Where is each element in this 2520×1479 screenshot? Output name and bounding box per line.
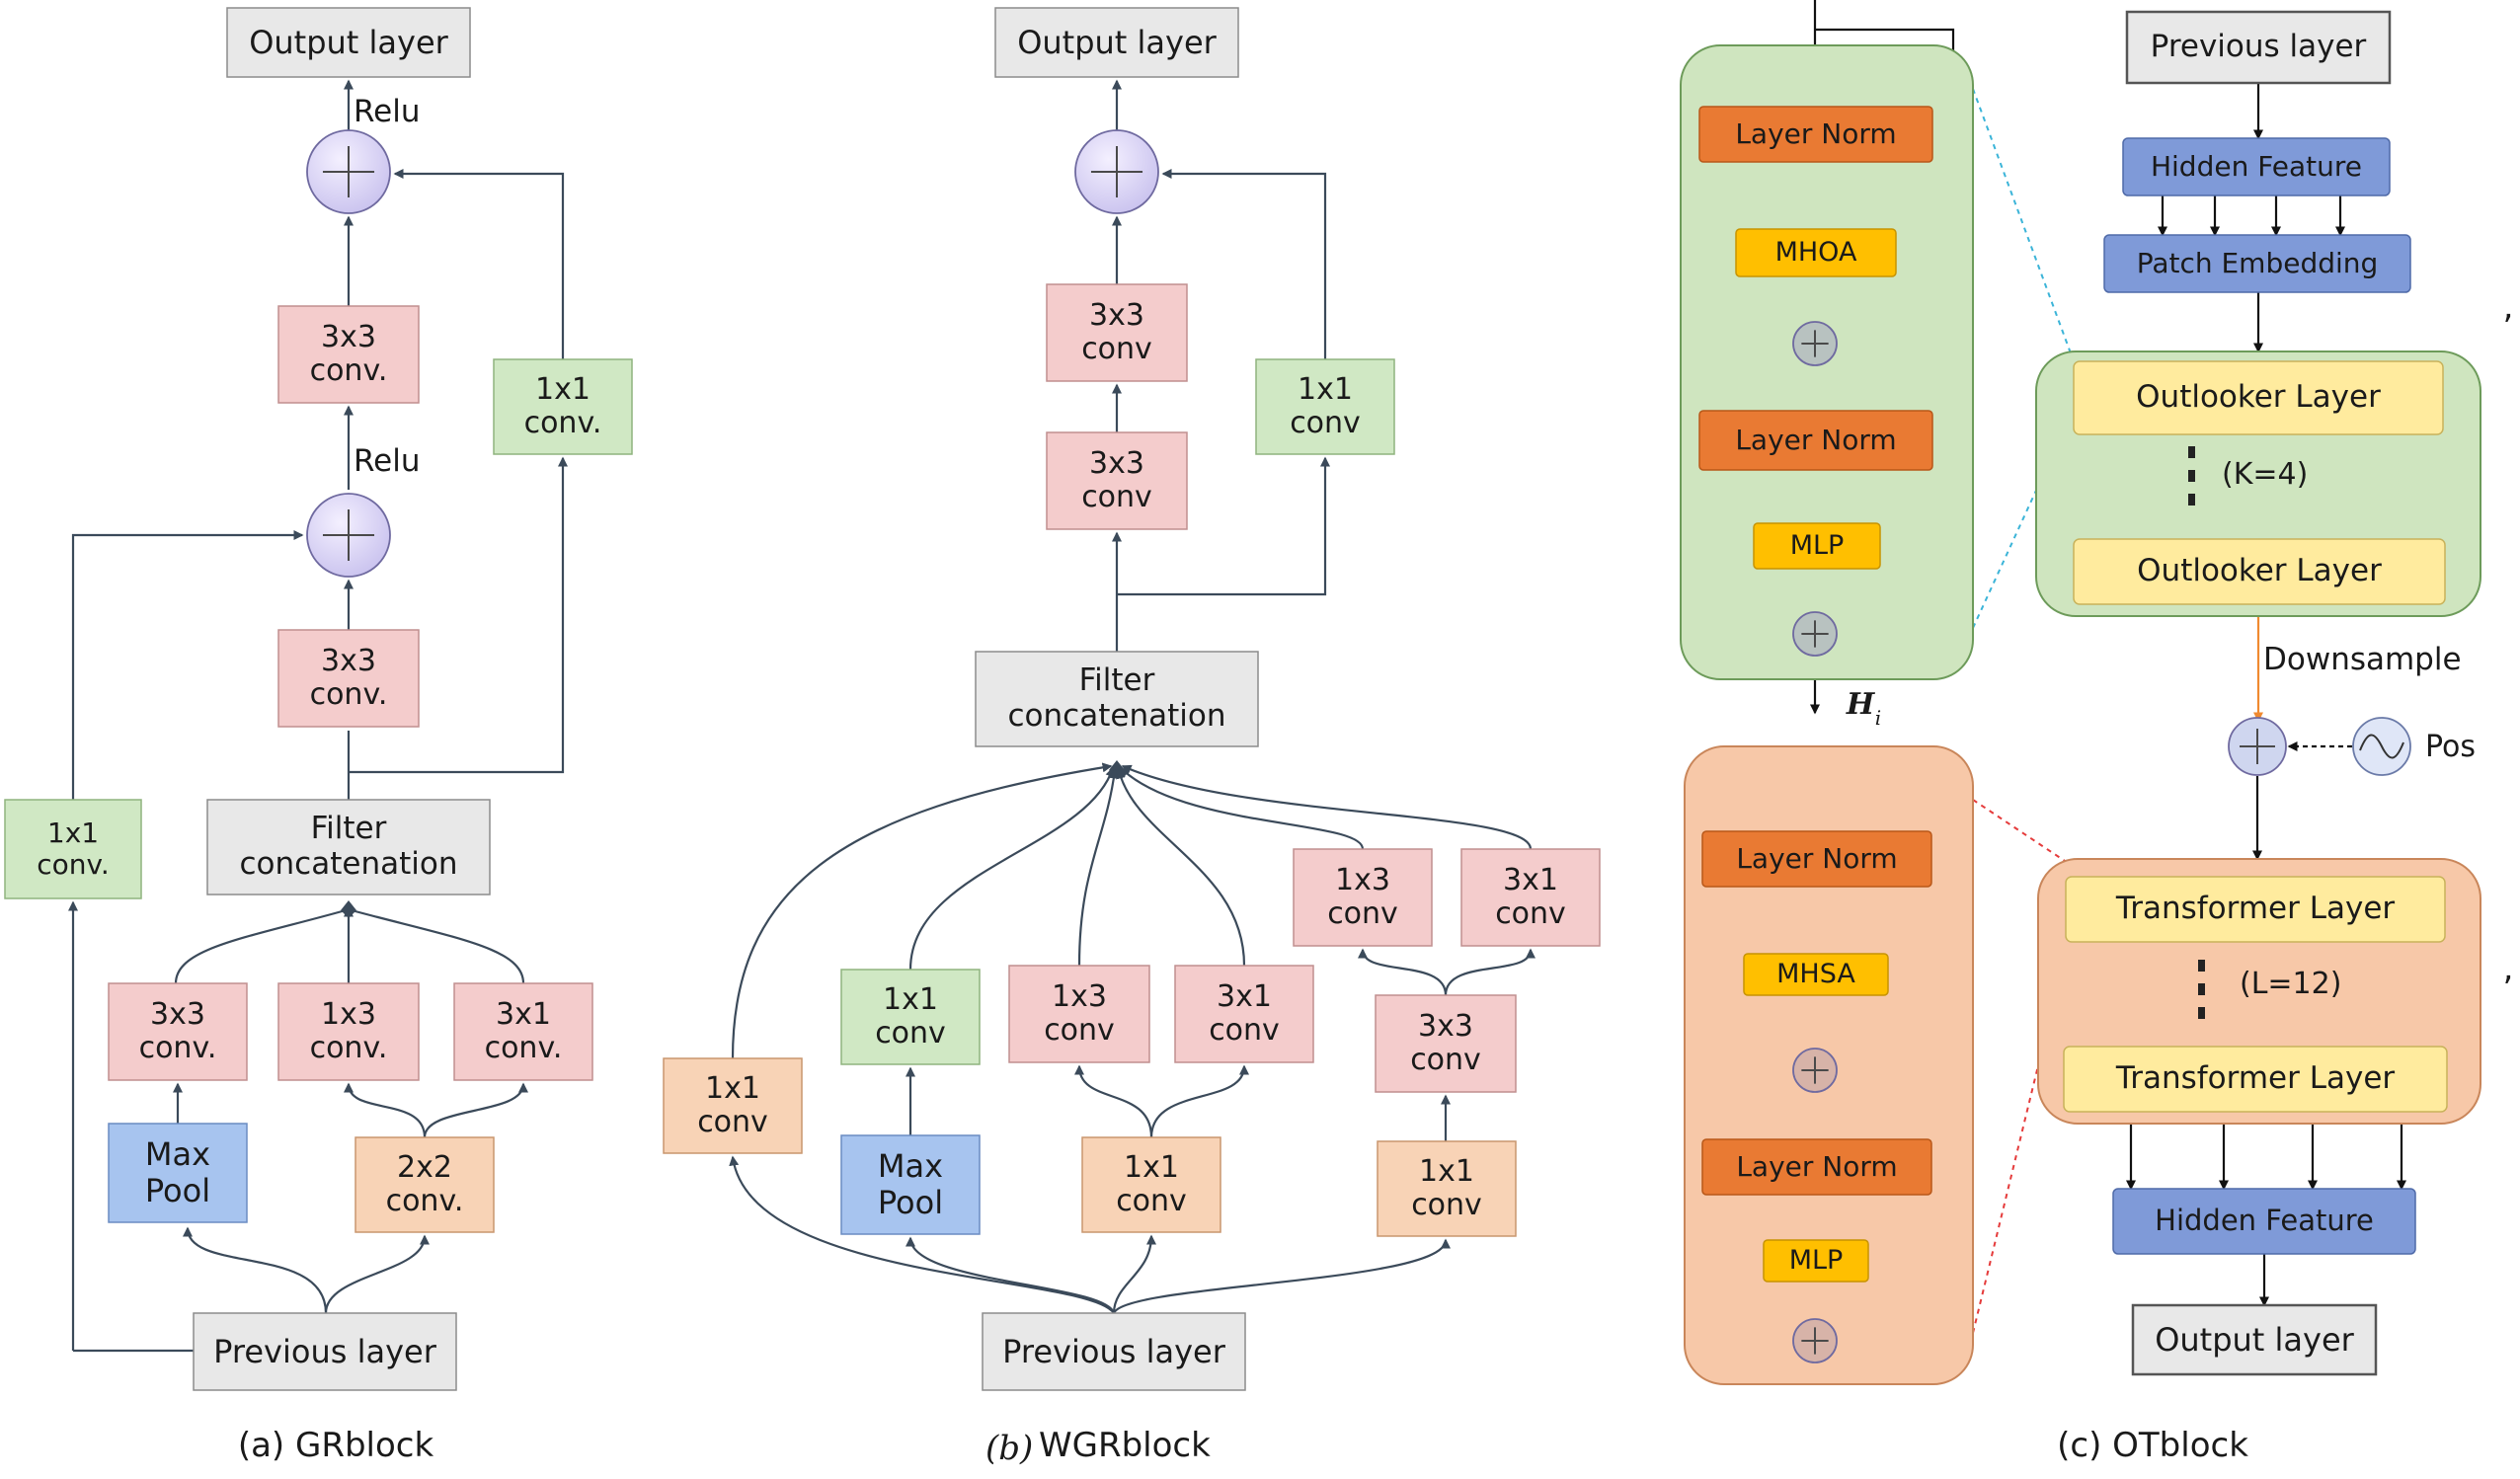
ot-previous-layer — [2125, 10, 2392, 85]
ot-layer-norm-3 — [1701, 830, 1932, 888]
connector-curve — [1119, 766, 1365, 850]
ot-mhsa — [1743, 953, 1889, 996]
connector-curve — [1077, 768, 1119, 967]
gr-concat-join — [341, 900, 356, 918]
ot-patch-embedding — [2103, 234, 2411, 293]
wgr-add-top-glyph — [1090, 145, 1143, 198]
ot-transformer-layer-2 — [2063, 1046, 2448, 1113]
wgr-conv-3x1 — [1174, 965, 1314, 1063]
ot-outlooker-layer-1 — [2073, 360, 2444, 435]
ot-hidden-feature-1 — [2122, 137, 2391, 196]
ot-mlp-1 — [1753, 522, 1881, 570]
connector-curve — [1358, 948, 1448, 996]
wgr-conv-1x1-mid — [1081, 1136, 1221, 1233]
connector-curve — [908, 766, 1116, 971]
gr-conv-3x1-branch — [453, 982, 593, 1081]
connector-arrow — [71, 530, 304, 800]
gr-max-pool — [108, 1123, 248, 1223]
connector-curve — [1444, 948, 1536, 996]
connector-curve — [731, 762, 1113, 1059]
connector-curve — [1121, 764, 1533, 850]
ot-add-1-glyph — [1801, 330, 1829, 357]
connector-curve — [344, 1082, 427, 1138]
connector-arrow — [1117, 456, 1330, 596]
wgr-conv-3x3-right — [1375, 994, 1517, 1093]
ot-ellipsis-k-2 — [2188, 494, 2195, 506]
connector-curve — [1112, 1238, 1451, 1314]
gr-conv-1x1-shortcut — [4, 799, 142, 899]
gr-filter-concatenation — [206, 799, 491, 895]
ot-add-4-glyph — [1801, 1327, 1829, 1355]
connector-curve — [1149, 1064, 1249, 1138]
ot-add-2-glyph — [1801, 620, 1829, 648]
wgr-filter-concatenation — [975, 651, 1259, 747]
gr-conv-2x2 — [354, 1136, 495, 1233]
wgr-conv-1x1-right — [1377, 1140, 1517, 1237]
ot-outlooker-layer-2 — [2073, 538, 2446, 605]
gr-conv-3x3-top — [277, 305, 420, 404]
ot-layer-norm-2 — [1698, 410, 1933, 471]
wgr-conv-1x1-far-left — [663, 1057, 803, 1154]
connector-arrow — [349, 456, 568, 774]
gr-add-mid-glyph — [322, 508, 375, 562]
ot-hidden-feature-2 — [2112, 1188, 2416, 1255]
wgr-conv-3x3-top — [1046, 283, 1188, 382]
ot-mhoa — [1735, 228, 1897, 277]
wgr-previous-layer — [982, 1312, 1246, 1391]
wgr-max-pool — [840, 1134, 981, 1235]
ot-add-3-glyph — [1801, 1056, 1829, 1084]
connector-curve — [183, 1226, 328, 1314]
ot-transformer-layer-1 — [2065, 876, 2446, 943]
wgr-conv-1x3 — [1008, 965, 1150, 1063]
wgr-conv-1x1-green — [840, 969, 981, 1065]
ot-layer-norm-4 — [1701, 1138, 1932, 1196]
wgr-caption-letter: (b) — [985, 1429, 1034, 1468]
connector-curve — [906, 1236, 1116, 1314]
ot-zoom-guide-peach-bottom — [1972, 919, 2075, 1334]
ot-ellipsis-k-0 — [2188, 446, 2195, 458]
connector-curve — [174, 908, 347, 984]
ot-output-layer — [2131, 1303, 2378, 1376]
connector-arrow — [393, 169, 565, 359]
ot-ellipsis-l-0 — [2198, 960, 2205, 972]
ot-sine-wave-icon — [2359, 734, 2404, 759]
connector-curve — [423, 1082, 528, 1138]
gr-add-top-glyph — [322, 145, 375, 198]
connector-curve — [729, 1155, 1115, 1314]
ot-ellipsis-k-1 — [2188, 470, 2195, 482]
boxes — [4, 7, 2448, 1391]
connector-arrow — [1161, 169, 1327, 359]
wgr-conv-1x3-right — [1293, 848, 1433, 947]
gr-output-layer — [226, 7, 471, 78]
ot-zoom-guide-peach-top — [1972, 799, 2075, 868]
wgr-conv-3x3-mid — [1046, 431, 1188, 530]
connector-curve — [1112, 1234, 1156, 1314]
ot-mlp-2 — [1763, 1239, 1869, 1283]
ot-layer-norm-1 — [1698, 106, 1933, 163]
gr-conv-1x3-branch — [277, 982, 420, 1081]
ot-add-pos-glyph — [2240, 729, 2275, 764]
ot-ellipsis-l-2 — [2198, 1007, 2205, 1019]
wgr-output-layer — [994, 7, 1239, 78]
gr-previous-layer — [193, 1312, 457, 1391]
connector-curve — [1074, 1064, 1153, 1138]
connector-curve — [351, 908, 525, 984]
ot-ellipsis-l-1 — [2198, 983, 2205, 995]
wgr-conv-1x1-residual — [1255, 358, 1395, 455]
ot-zoom-guide-green-top — [1972, 88, 2075, 362]
connector-curve — [1116, 768, 1246, 967]
wgr-conv-3x1-right — [1460, 848, 1601, 947]
gr-conv-1x1-residual — [493, 358, 633, 455]
gr-conv-3x3-mid — [277, 629, 420, 728]
gr-conv-3x3-branch — [108, 982, 248, 1081]
connector-curve — [324, 1234, 430, 1314]
